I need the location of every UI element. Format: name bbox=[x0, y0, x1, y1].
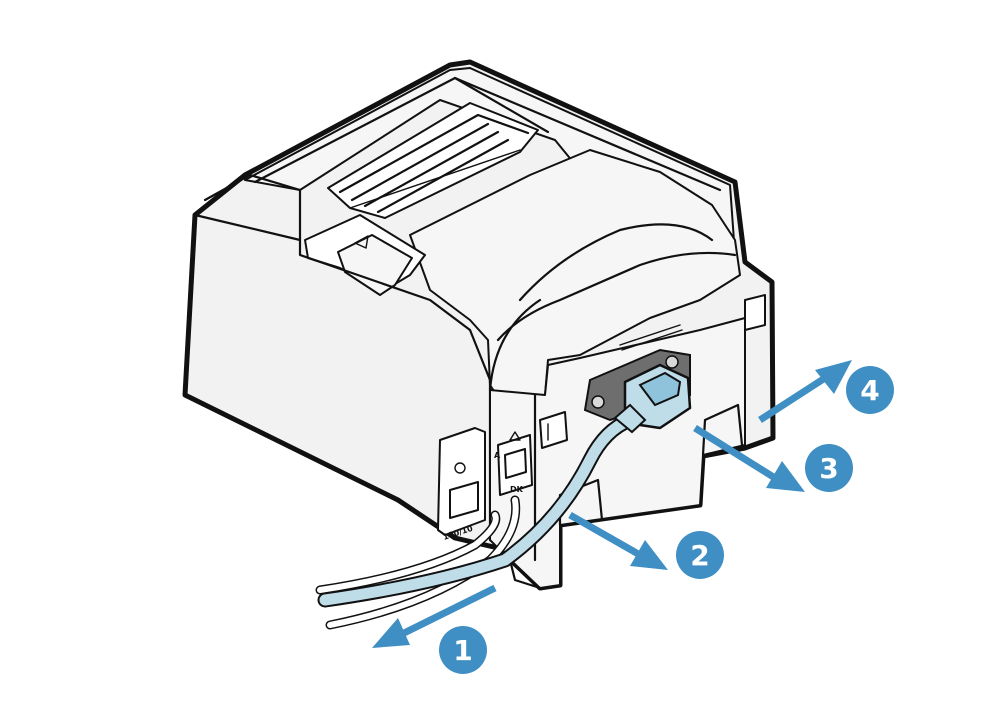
serial-screw-left bbox=[591, 395, 605, 409]
step-2-arrow bbox=[568, 511, 668, 570]
ethernet-cable-fill bbox=[317, 512, 499, 593]
step-3-arrow bbox=[693, 425, 805, 492]
power-rating-label: A bbox=[494, 451, 501, 460]
cover-lever-button bbox=[337, 234, 413, 296]
warning-triangle-icon bbox=[509, 431, 521, 441]
step-1-label: 1 bbox=[453, 634, 472, 667]
step-1-badge: 1 bbox=[439, 626, 487, 674]
step-4-badge: 4 bbox=[846, 366, 894, 414]
dome-front-face bbox=[488, 298, 542, 392]
dk-port-label: DK bbox=[510, 485, 524, 494]
rear-vent bbox=[619, 324, 683, 351]
step-2-badge: 2 bbox=[676, 531, 724, 579]
power-switch bbox=[539, 411, 568, 449]
step-3-label: 3 bbox=[819, 452, 838, 485]
step-4-label: 4 bbox=[860, 374, 879, 407]
front-cover-dome bbox=[409, 149, 741, 401]
cover-handle-slot bbox=[338, 113, 530, 214]
power-cable-fill bbox=[319, 414, 636, 606]
step-1-arrow bbox=[372, 584, 497, 648]
ethernet-port bbox=[449, 481, 479, 519]
serial-screw-right bbox=[665, 355, 679, 369]
cover-lever-arrow-icon bbox=[354, 235, 369, 249]
left-side-top-edge bbox=[203, 173, 302, 242]
cover-handle-ridge bbox=[349, 149, 521, 209]
step-2-label: 2 bbox=[690, 539, 709, 572]
power-plug-neck bbox=[613, 403, 647, 434]
power-plug-grip bbox=[638, 371, 682, 407]
ground-screw-icon bbox=[454, 462, 466, 474]
lid-fold-line bbox=[453, 76, 550, 134]
step-3-badge: 3 bbox=[805, 444, 853, 492]
rear-right-tab bbox=[744, 294, 766, 331]
step-4-arrow bbox=[758, 360, 852, 423]
dk-port bbox=[504, 448, 527, 479]
dome-curve-1 bbox=[518, 223, 714, 302]
